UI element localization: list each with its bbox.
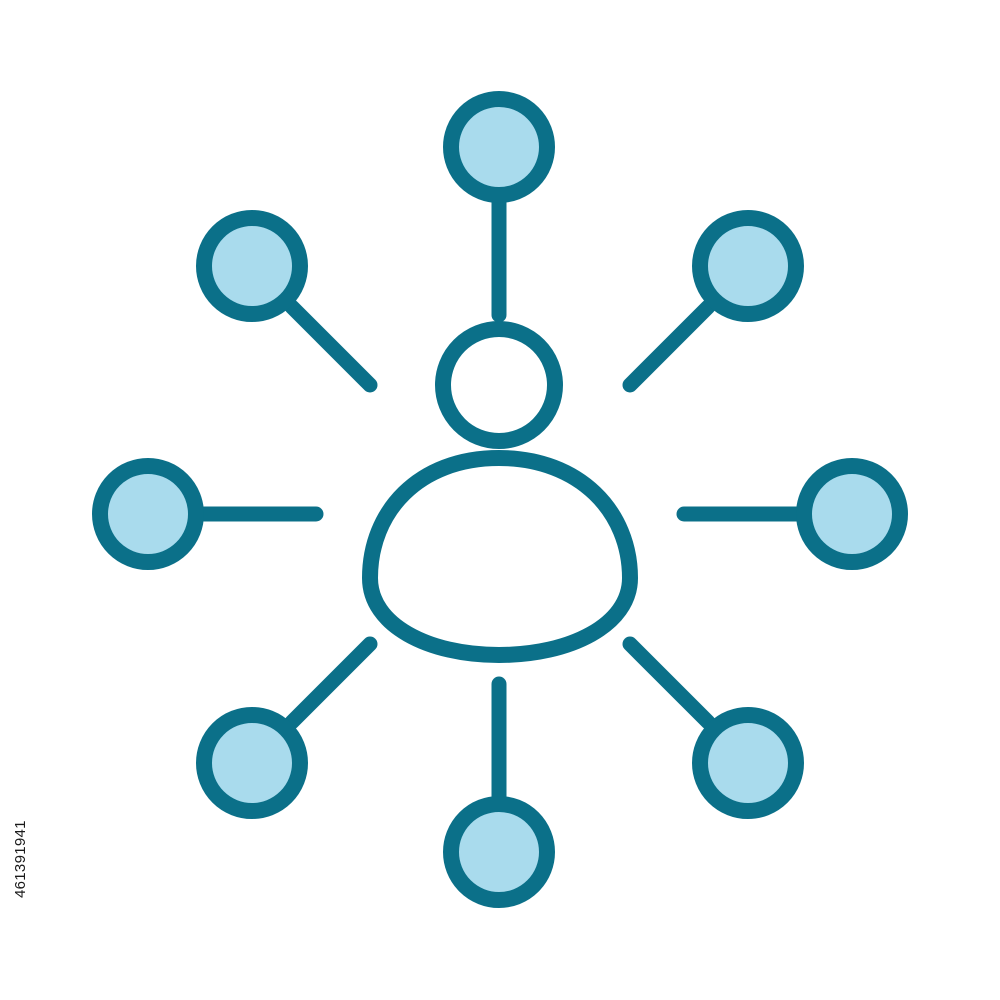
node-circle-top-right: [692, 210, 804, 322]
connector-line-top-left: [284, 299, 378, 393]
node-circle-bottom-left: [196, 707, 308, 819]
node-circle-bottom: [443, 796, 555, 908]
user-head-circle: [435, 321, 563, 449]
node-circle-top-left: [196, 210, 308, 322]
stock-id-label: 461391941: [12, 820, 29, 898]
node-circle-right: [796, 458, 908, 570]
connector-line-top-right: [622, 299, 716, 393]
user-body-shape: [362, 450, 638, 663]
node-circle-top: [443, 91, 555, 203]
node-circle-left: [92, 458, 204, 570]
connector-line-bottom-right: [622, 636, 716, 730]
connector-line-bottom-left: [284, 636, 378, 730]
node-circle-bottom-right: [692, 707, 804, 819]
